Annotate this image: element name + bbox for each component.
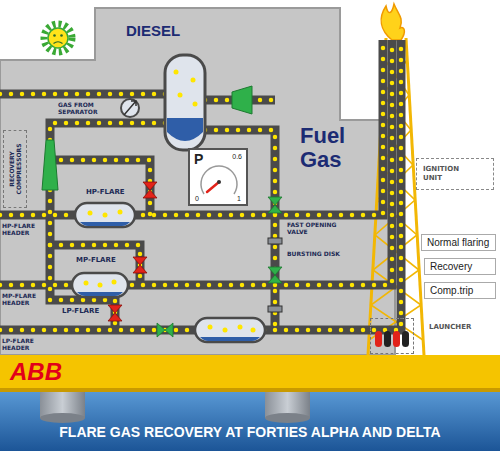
pressure-gauge: P 0.6 0 1	[188, 148, 248, 206]
cartridge	[402, 331, 409, 347]
header-label: MP-FLARE HEADER	[2, 292, 44, 306]
gauge-arc	[201, 166, 237, 194]
sun-face	[48, 28, 68, 48]
vessel-gas	[174, 70, 198, 107]
node-text: P	[194, 151, 203, 167]
sun-eye	[53, 34, 56, 37]
control-valve	[108, 182, 157, 321]
vessel-label: HP-FLARE	[86, 188, 125, 196]
node-text: 0.6	[232, 153, 242, 160]
deck-edge	[0, 388, 500, 392]
mode-box: Normal flaring	[421, 234, 496, 251]
mode-box: Comp.trip	[424, 282, 496, 299]
fuel-gas-label: Fuel Gas	[300, 124, 370, 172]
sun-eye	[60, 34, 63, 37]
cartridge	[384, 331, 391, 347]
vessel-liquid	[167, 118, 203, 141]
node-text: 1	[237, 195, 241, 202]
ignition-unit-box: IGNITION UNIT	[416, 158, 494, 190]
vessel-label: LP-FLARE	[62, 307, 99, 315]
sun-rays	[44, 24, 72, 52]
flare-flame	[381, 4, 404, 40]
fast-opening-valve	[157, 197, 282, 337]
vessel-label: MP-FLARE	[76, 256, 116, 264]
gas-dots	[0, 40, 401, 330]
node-text: LAUNCHER	[429, 323, 471, 331]
separator-vessel	[165, 55, 205, 150]
header-label: HP-FLARE HEADER	[2, 222, 44, 236]
deck	[0, 355, 500, 392]
launcher-cartridges	[371, 319, 413, 353]
launcher-box: LAUNCHER	[370, 318, 414, 354]
leg-foot	[265, 413, 310, 423]
cartridge	[375, 331, 382, 347]
node-text: Normal flaring	[427, 237, 489, 248]
control-dial	[121, 99, 139, 117]
bursting-disk	[268, 238, 282, 244]
sea	[0, 390, 500, 451]
node-text: 0	[195, 195, 199, 202]
mp-flare-drum	[72, 273, 128, 297]
brand-logo: ABB	[10, 358, 62, 386]
node-text: IGNITION UNIT	[423, 165, 463, 183]
leg-foot	[40, 413, 85, 423]
cartridge	[393, 331, 400, 347]
bursting-disk	[268, 306, 282, 312]
compressor-group-box: RECOVERY COMPRESSORS	[3, 130, 27, 208]
stream-label: GAS FROM SEPARATOR	[58, 101, 104, 115]
sun-mouth	[54, 42, 63, 44]
mode-box: Recovery	[424, 258, 496, 275]
disk-label: BURSTING DISK	[287, 250, 347, 257]
lp-flare-drum	[195, 318, 265, 342]
pipe	[0, 40, 401, 330]
fuel-label: DIESEL	[126, 22, 180, 39]
compressor-symbol	[232, 86, 252, 114]
drum-gas	[84, 210, 256, 333]
hp-flare-drum	[75, 203, 135, 227]
header-label: LP-FLARE HEADER	[2, 337, 44, 351]
dial-arrow	[124, 101, 136, 115]
compressor-symbol	[42, 140, 58, 190]
valve-label: FAST OPENING VALVE	[287, 221, 347, 235]
drum-liquid	[77, 222, 260, 341]
node-text: RECOVERY COMPRESSORS	[8, 133, 22, 205]
node-text: Comp.trip	[430, 285, 473, 296]
gauge-pivot	[217, 180, 221, 184]
node-text: Recovery	[430, 261, 472, 272]
gauge-needle	[207, 182, 219, 192]
title: FLARE GAS RECOVERY AT FORTIES ALPHA AND …	[0, 424, 500, 440]
